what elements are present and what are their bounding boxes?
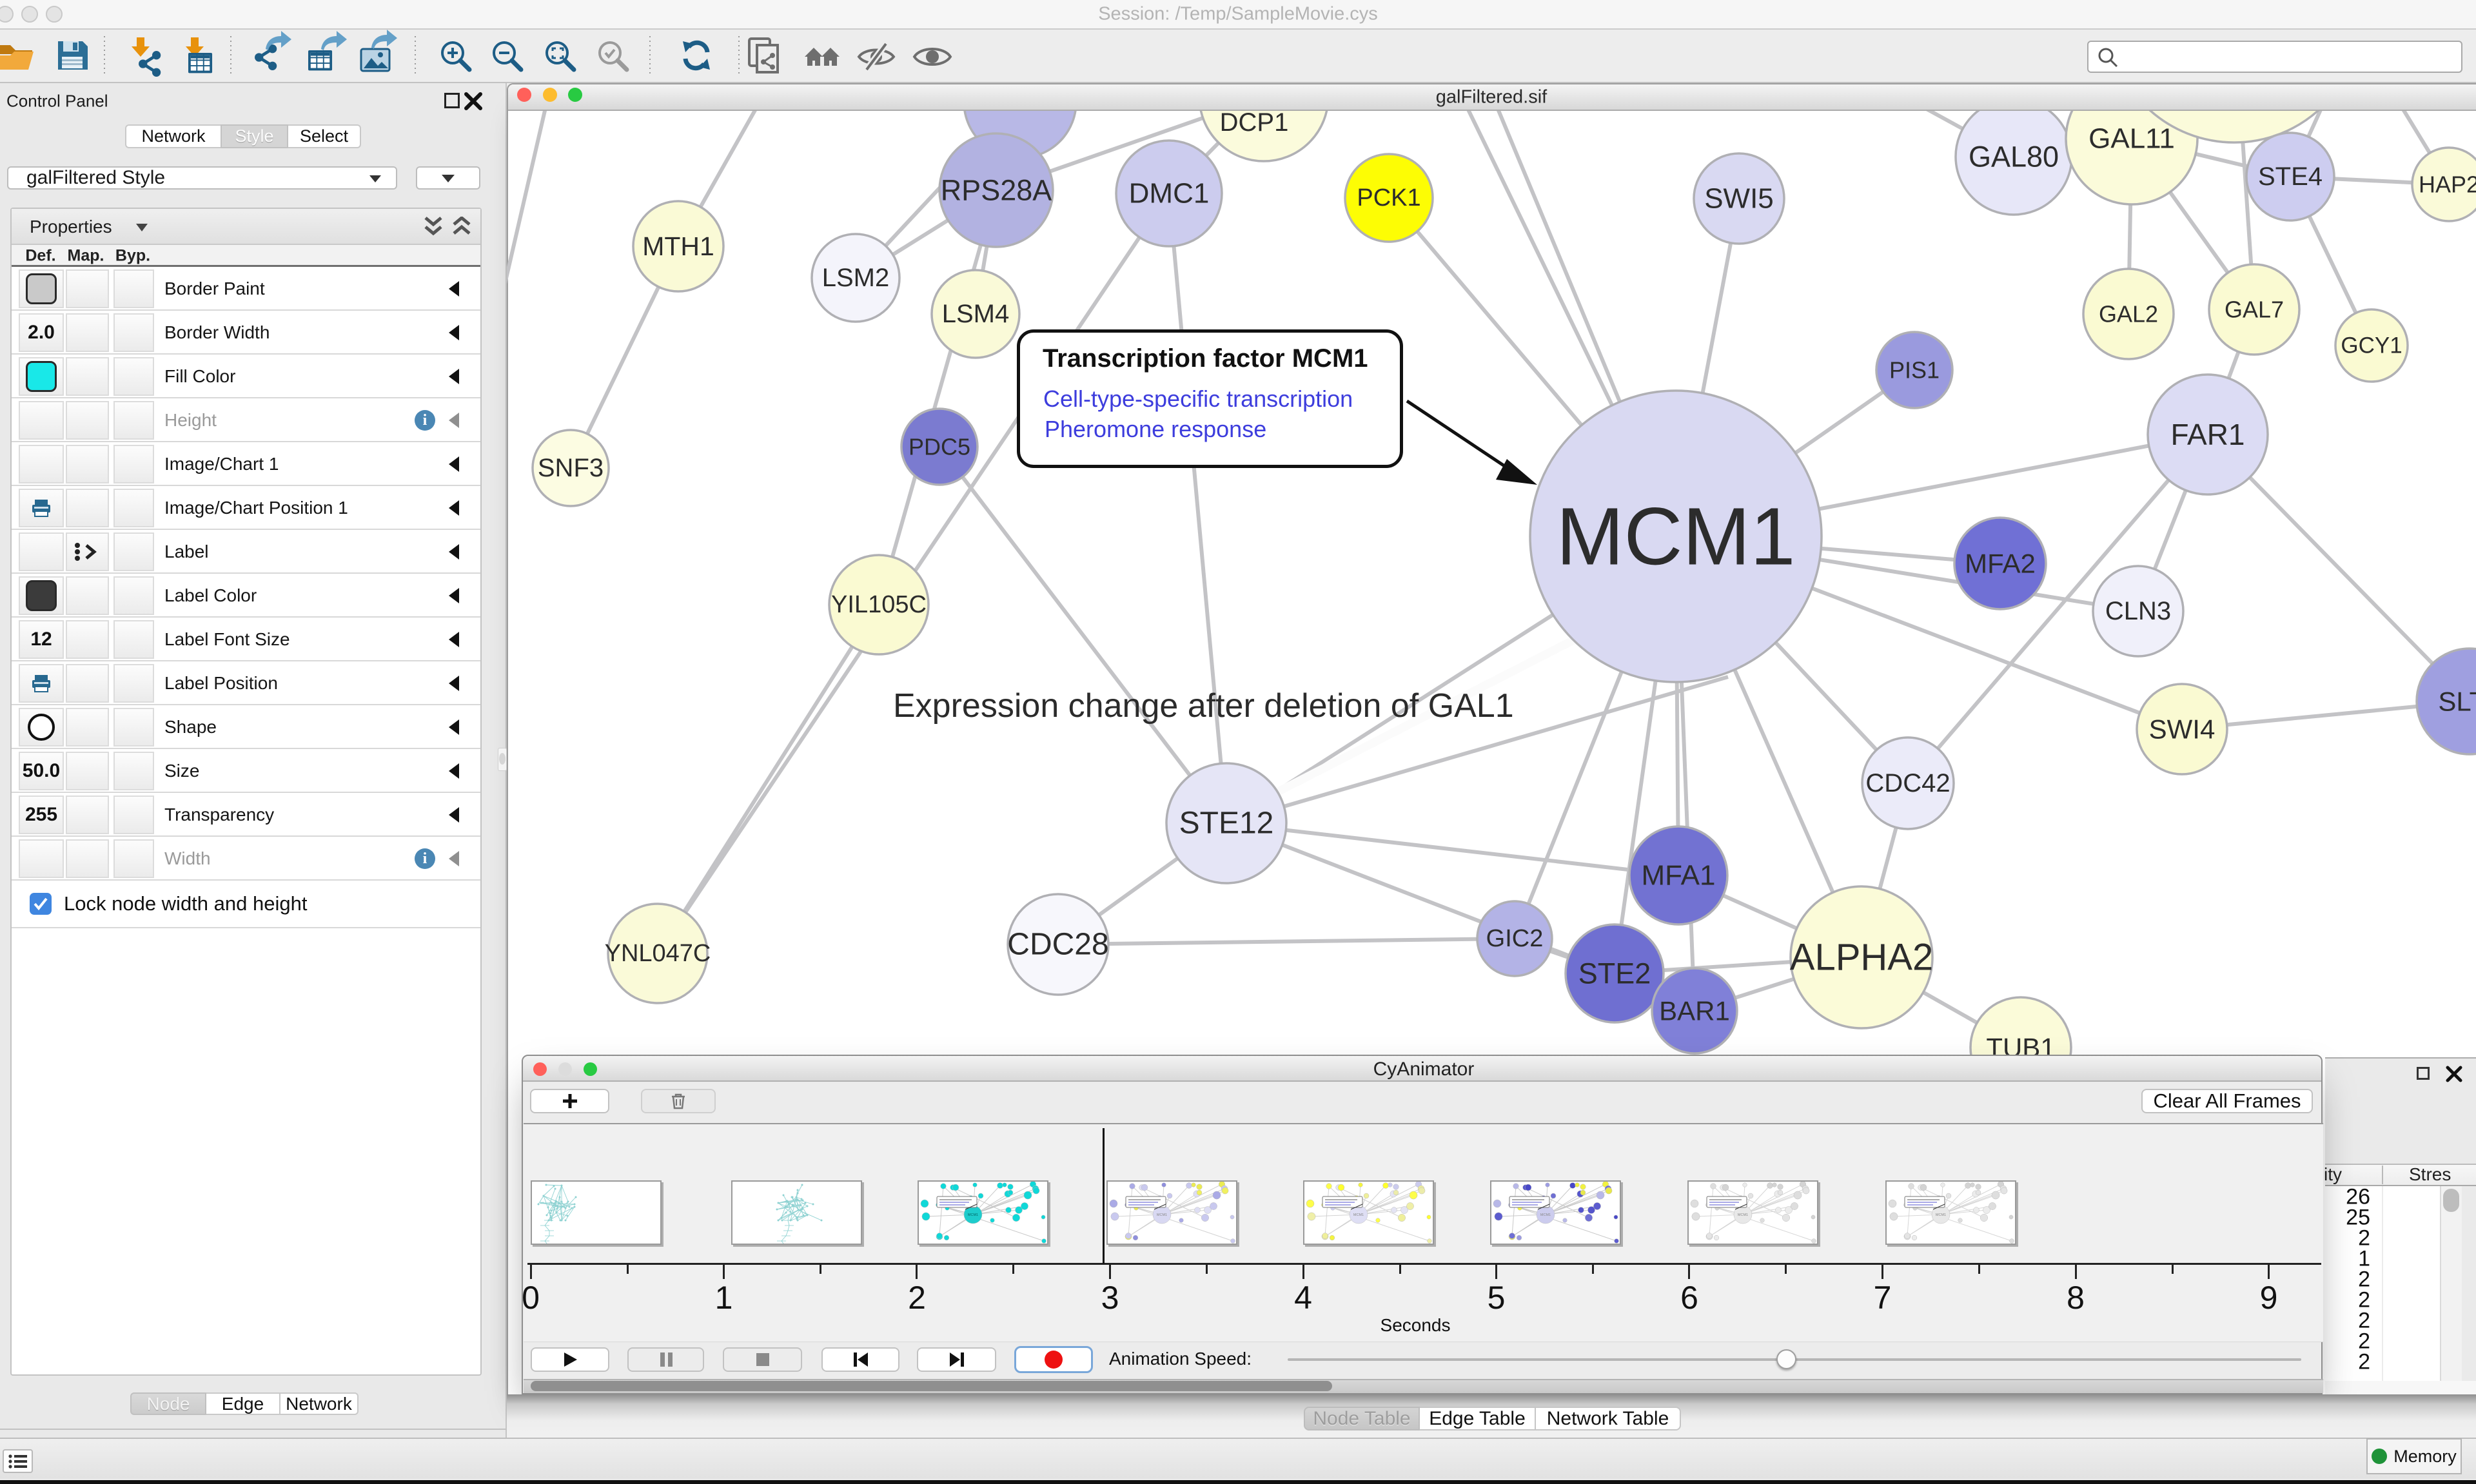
svg-text:STE4: STE4 [2258, 162, 2323, 191]
svg-text:Expression change after deleti: Expression change after deletion of GAL1 [893, 687, 1514, 725]
svg-text:LSM2: LSM2 [822, 264, 890, 292]
svg-text:CDC42: CDC42 [1865, 769, 1950, 797]
svg-text:MFA2: MFA2 [1965, 549, 2036, 579]
svg-text:SWI5: SWI5 [1704, 183, 1774, 215]
svg-text:SNF3: SNF3 [538, 454, 604, 482]
svg-text:DCP1: DCP1 [1220, 111, 1289, 137]
svg-text:MCM1: MCM1 [968, 1213, 978, 1217]
svg-text:PCK1: PCK1 [1357, 184, 1420, 211]
svg-text:BAR1: BAR1 [1659, 996, 1730, 1026]
svg-text:MCM1: MCM1 [1353, 1213, 1364, 1217]
svg-text:RPS28A: RPS28A [941, 174, 1052, 207]
svg-text:YNL047C: YNL047C [605, 940, 711, 967]
svg-text:SWI4: SWI4 [2149, 714, 2216, 745]
svg-text:LSM4: LSM4 [942, 300, 1010, 328]
svg-text:STE2: STE2 [1578, 957, 1651, 990]
svg-text:GIC2: GIC2 [1486, 925, 1544, 952]
svg-text:MCM1: MCM1 [1157, 1213, 1167, 1217]
svg-text:PDC5: PDC5 [909, 434, 970, 460]
svg-text:GAL7: GAL7 [2225, 297, 2284, 323]
svg-text:PIS1: PIS1 [1889, 357, 1940, 384]
svg-text:CDC28: CDC28 [1007, 928, 1108, 962]
svg-text:GAL11: GAL11 [2088, 123, 2175, 155]
svg-text:YIL105C: YIL105C [831, 591, 927, 618]
svg-text:MFA1: MFA1 [1642, 860, 1716, 892]
svg-text:GCY1: GCY1 [2341, 333, 2402, 358]
svg-text:ALPHA2: ALPHA2 [1790, 937, 1933, 979]
svg-text:SLT2: SLT2 [2438, 687, 2476, 717]
svg-text:STE12: STE12 [1179, 806, 1274, 841]
svg-text:GAL2: GAL2 [2099, 301, 2158, 327]
svg-text:MTH1: MTH1 [642, 231, 714, 261]
svg-text:MCM1: MCM1 [1540, 1213, 1551, 1217]
svg-text:MCM1: MCM1 [1557, 491, 1796, 582]
svg-text:GAL80: GAL80 [1969, 141, 2059, 173]
svg-text:FAR1: FAR1 [2170, 418, 2245, 451]
svg-text:MCM1: MCM1 [1738, 1213, 1748, 1217]
svg-text:DMC1: DMC1 [1129, 178, 1210, 210]
svg-text:CLN3: CLN3 [2105, 597, 2171, 625]
svg-text:HAP2: HAP2 [2419, 171, 2476, 198]
svg-text:MCM1: MCM1 [1936, 1213, 1946, 1217]
